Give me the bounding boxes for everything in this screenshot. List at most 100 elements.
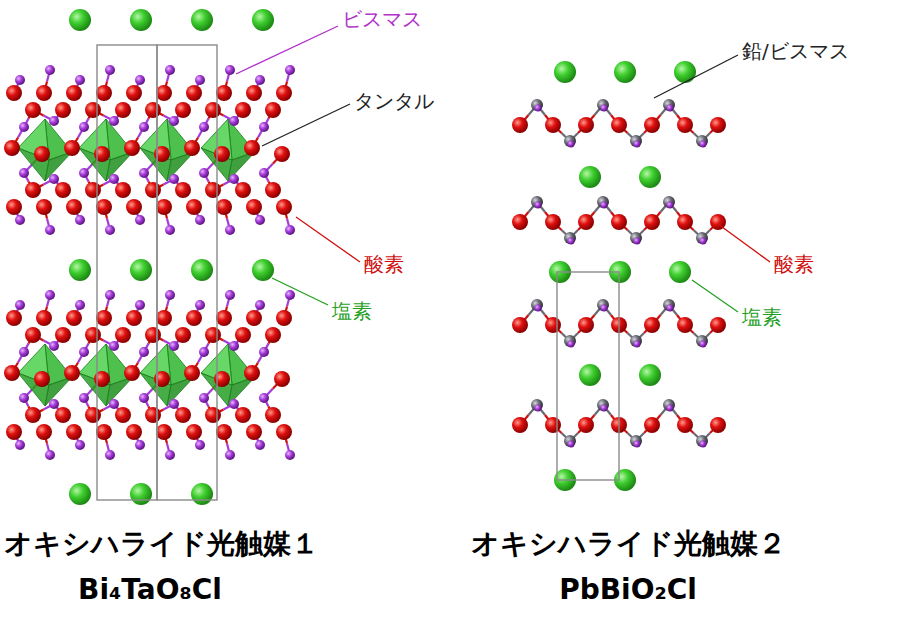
- bismuth-atom: [45, 65, 55, 75]
- oxygen-atom: [115, 182, 131, 198]
- bismuth-atom: [169, 174, 179, 184]
- oxygen-atom: [710, 117, 726, 133]
- oxygen-atom: [126, 85, 142, 101]
- oxygen-atom: [4, 140, 20, 156]
- bismuth-atom: [15, 215, 25, 225]
- oxygen-atom: [545, 214, 561, 230]
- oxygen-atom: [545, 117, 561, 133]
- bismuth-atom: [109, 174, 119, 184]
- lead-bismuth-atom: [531, 399, 543, 411]
- oxygen-atom: [175, 102, 191, 118]
- oxygen-atom: [205, 102, 221, 118]
- oxygen-atom: [66, 199, 82, 215]
- chlorine-atom: [252, 259, 274, 281]
- oxygen-atom: [156, 199, 172, 215]
- oxygen-atom: [156, 310, 172, 326]
- oxygen-atom: [175, 407, 191, 423]
- bismuth-atom: [109, 341, 119, 351]
- oxygen-atom: [611, 117, 627, 133]
- leader-line: [654, 55, 738, 98]
- oxygen-atom: [246, 310, 262, 326]
- bismuth-atom: [15, 300, 25, 310]
- oxygen-atom: [55, 102, 71, 118]
- chlorine-atom: [191, 259, 213, 281]
- bismuth-atom: [229, 399, 239, 409]
- oxygen-atom: [55, 407, 71, 423]
- lead-bismuth-atom: [568, 441, 575, 448]
- bismuth-atom: [259, 393, 269, 403]
- bismuth-atom: [285, 450, 295, 460]
- bismuth-atom: [169, 116, 179, 126]
- atom-label: ビスマス: [342, 8, 422, 31]
- lead-bismuth-atom: [568, 238, 575, 245]
- bismuth-atom: [199, 393, 209, 403]
- oxygen-atom: [246, 199, 262, 215]
- oxygen-atom: [126, 424, 142, 440]
- bismuth-atom: [75, 215, 85, 225]
- lead-bismuth-atom: [535, 305, 542, 312]
- bismuth-atom: [139, 347, 149, 357]
- lead-bismuth-atom: [597, 399, 609, 411]
- atom-label: タンタル: [354, 90, 434, 113]
- lead-bismuth-atom: [700, 341, 707, 348]
- oxygen-atom: [96, 199, 112, 215]
- oxygen-atom: [274, 371, 290, 387]
- lead-bismuth-atom: [696, 135, 708, 147]
- oxygen-atom: [216, 310, 232, 326]
- chlorine-atom: [639, 166, 661, 188]
- oxygen-atom: [6, 310, 22, 326]
- oxygen-atom: [96, 85, 112, 101]
- oxygen-atom: [644, 317, 660, 333]
- lead-bismuth-atom: [634, 441, 641, 448]
- oxygen-atom: [115, 407, 131, 423]
- oxygen-atom: [145, 182, 161, 198]
- oxygen-atom: [34, 146, 50, 162]
- chlorine-atom: [69, 9, 91, 31]
- oxygen-atom: [578, 214, 594, 230]
- lead-bismuth-atom: [630, 135, 642, 147]
- bismuth-atom: [79, 168, 89, 178]
- bismuth-atom: [165, 290, 175, 300]
- leader-line: [272, 278, 328, 305]
- oxygen-atom: [36, 310, 52, 326]
- lead-bismuth-atom: [663, 299, 675, 311]
- oxygen-atom: [246, 85, 262, 101]
- oxygen-atom: [512, 117, 528, 133]
- bismuth-atom: [199, 122, 209, 132]
- bismuth-atom: [255, 215, 265, 225]
- unit-cell: [157, 45, 217, 500]
- lead-bismuth-atom: [667, 105, 674, 112]
- lead-bismuth-atom: [564, 435, 576, 447]
- bismuth-atom: [285, 65, 295, 75]
- oxygen-atom: [235, 327, 251, 343]
- oxygen-atom: [36, 199, 52, 215]
- oxygen-atom: [145, 407, 161, 423]
- bismuth-atom: [165, 225, 175, 235]
- oxygen-atom: [156, 424, 172, 440]
- chlorine-atom: [130, 9, 152, 31]
- oxygen-atom: [644, 117, 660, 133]
- leader-line: [718, 224, 770, 262]
- bismuth-atom: [109, 116, 119, 126]
- leader-line: [236, 26, 338, 74]
- oxygen-atom: [578, 417, 594, 433]
- oxygen-atom: [36, 85, 52, 101]
- lead-bismuth-atom: [568, 141, 575, 148]
- oxygen-atom: [644, 417, 660, 433]
- lead-bismuth-atom: [601, 202, 608, 209]
- atom-label: 塩素: [742, 306, 782, 329]
- chlorine-atom: [191, 9, 213, 31]
- bismuth-atom: [139, 393, 149, 403]
- chlorine-atom: [579, 364, 601, 386]
- oxygen-atom: [545, 417, 561, 433]
- lead-bismuth-atom: [667, 202, 674, 209]
- oxygen-atom: [512, 417, 528, 433]
- bismuth-atom: [169, 341, 179, 351]
- oxygen-atom: [276, 85, 292, 101]
- oxygen-atom: [244, 365, 260, 381]
- oxygen-atom: [710, 417, 726, 433]
- oxygen-atom: [64, 140, 80, 156]
- lead-bismuth-atom: [564, 135, 576, 147]
- oxygen-atom: [184, 140, 200, 156]
- bismuth-atom: [75, 75, 85, 85]
